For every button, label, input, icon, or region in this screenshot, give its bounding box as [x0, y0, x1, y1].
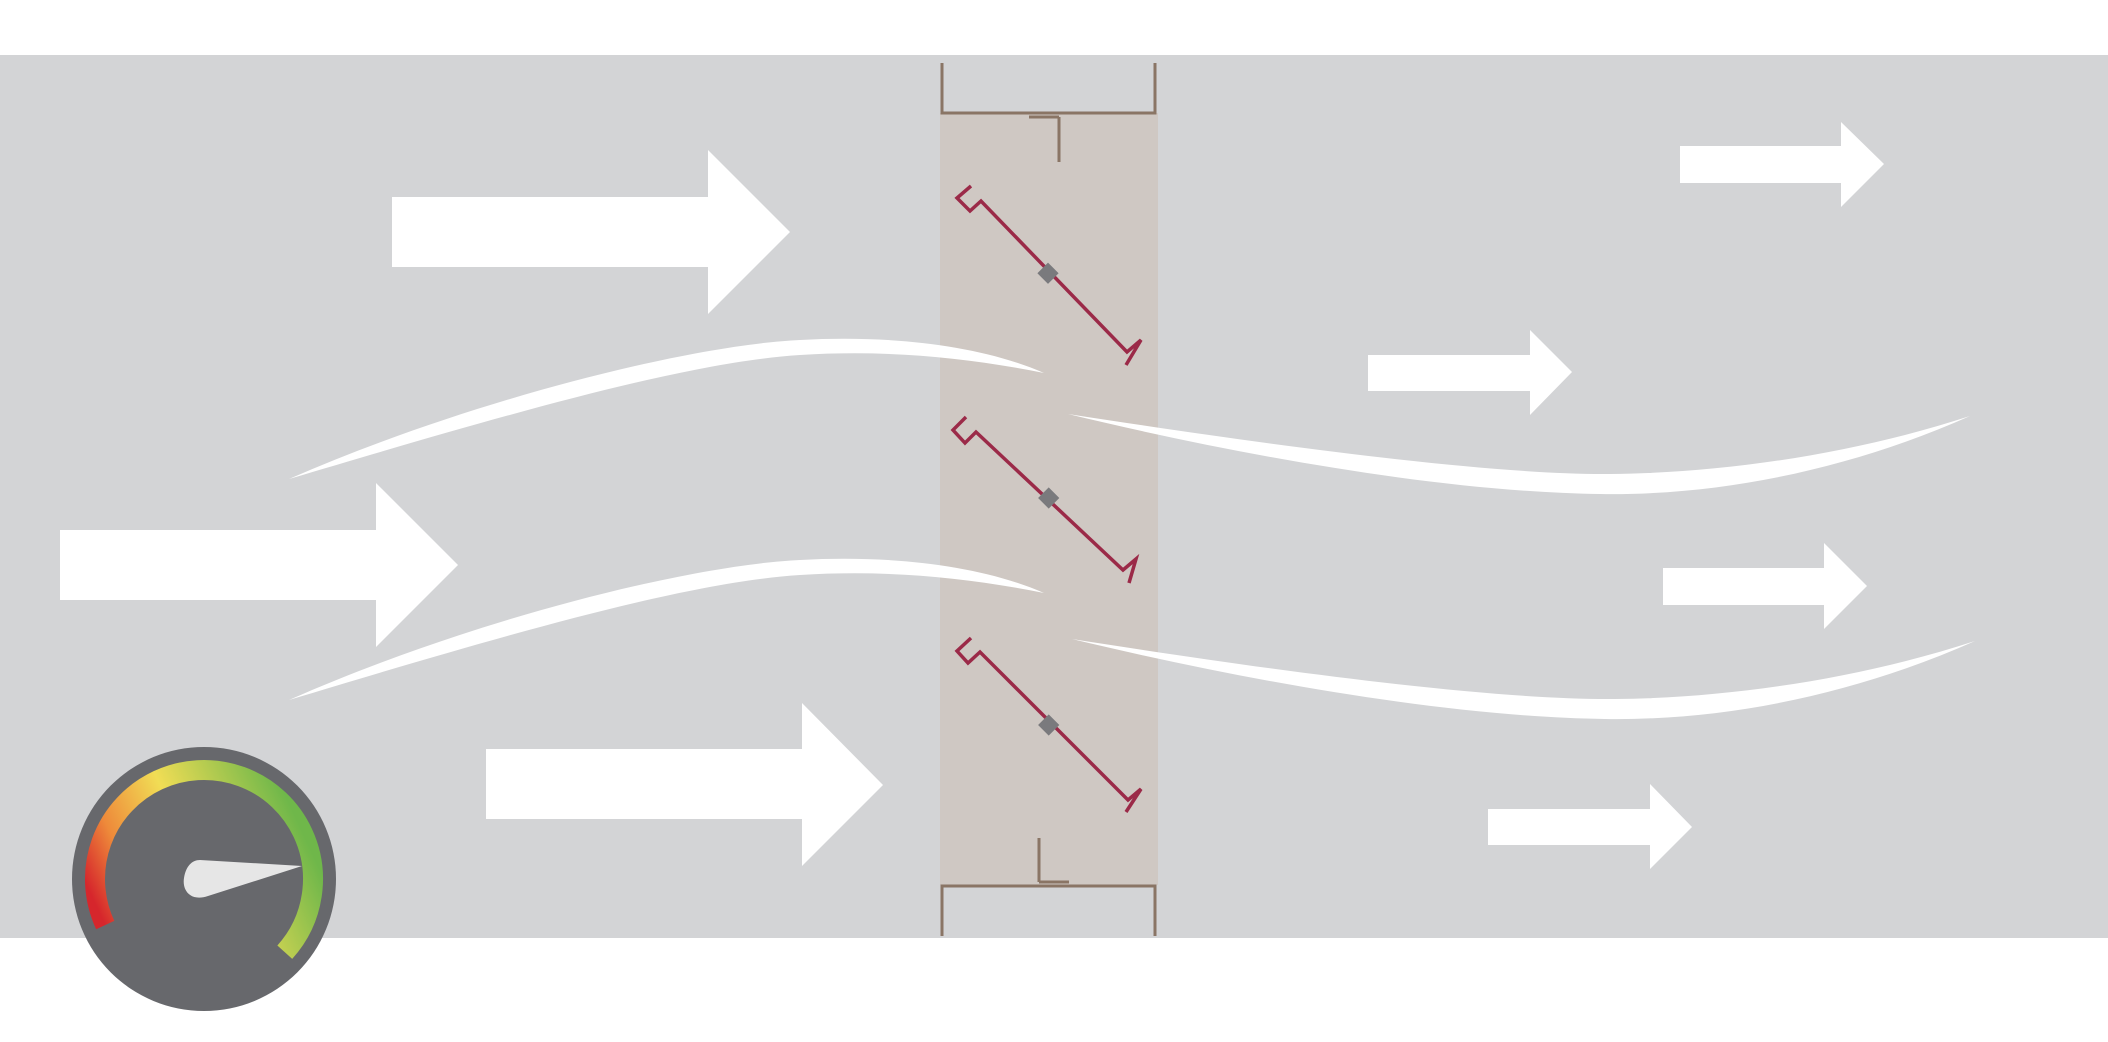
airflow-streak-left-lower — [289, 558, 1044, 700]
gauge-needle — [183, 860, 302, 898]
speedometer-gauge-icon — [72, 747, 336, 1011]
airflow-streak-right-upper — [1068, 414, 1970, 495]
damper-frame-top — [940, 63, 1157, 162]
damper-frame-bottom — [940, 838, 1157, 936]
inlet-arrow-bottom — [486, 703, 883, 866]
outlet-arrow-3 — [1663, 543, 1867, 629]
inlet-arrow-top — [392, 150, 790, 314]
damper-blade-2 — [950, 415, 1140, 584]
outlet-arrow-4 — [1488, 784, 1692, 869]
damper-blade-3 — [954, 636, 1143, 813]
outlet-arrow-2 — [1368, 330, 1572, 415]
inlet-arrow-middle — [60, 483, 458, 647]
airflow-streak-right-lower — [1072, 639, 1975, 720]
airflow-streak-left-upper — [289, 338, 1044, 479]
outlet-arrow-1 — [1680, 122, 1884, 207]
